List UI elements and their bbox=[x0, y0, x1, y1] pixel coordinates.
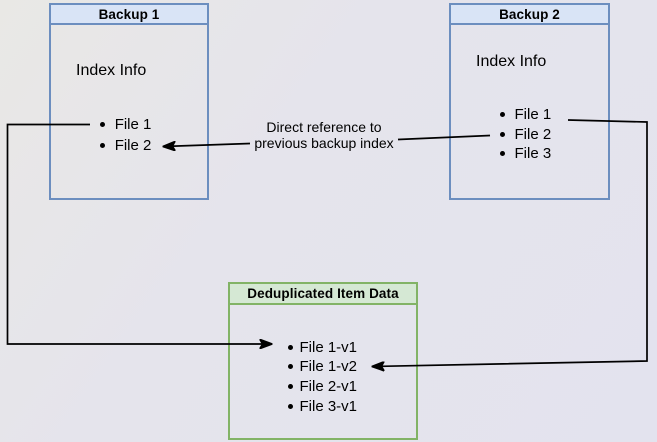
bullet-icon bbox=[287, 364, 293, 370]
dedup-file-list: File 1-v1 File 1-v2 File 2-v1 File 3-v1 bbox=[287, 337, 358, 416]
file-label: File 2-v1 bbox=[299, 377, 358, 395]
bullet-icon bbox=[499, 112, 505, 118]
list-item: File 2 bbox=[499, 124, 552, 144]
dedup-title: Deduplicated Item Data bbox=[247, 286, 399, 301]
backup2-index-info-label: Index Info bbox=[476, 53, 547, 70]
dedup-item-data-box: Deduplicated Item Data File 1-v1 File 1-… bbox=[228, 282, 418, 440]
file-label: File 1 bbox=[514, 106, 552, 124]
file-label: File 3 bbox=[514, 145, 552, 163]
bullet-icon bbox=[287, 344, 293, 350]
list-item: File 2-v1 bbox=[287, 377, 358, 397]
backup2-header: Backup 2 bbox=[451, 5, 608, 25]
backup1-index-info-label: Index Info bbox=[76, 62, 147, 79]
list-item: File 1 bbox=[99, 114, 152, 135]
backup1-title: Backup 1 bbox=[98, 6, 160, 22]
file-label: File 2 bbox=[114, 137, 152, 155]
list-item: File 3-v1 bbox=[287, 396, 358, 416]
file-label: File 1-v2 bbox=[299, 358, 358, 376]
bullet-icon bbox=[287, 383, 293, 389]
list-item: File 2 bbox=[99, 135, 152, 156]
backup2-file-list: File 1 File 2 File 3 bbox=[499, 105, 552, 164]
backup1-box: Backup 1 Index Info File 1 File 2 bbox=[49, 3, 209, 200]
bullet-icon bbox=[499, 151, 505, 157]
list-item: File 3 bbox=[499, 144, 552, 164]
list-item: File 1-v1 bbox=[287, 337, 358, 357]
bullet-icon bbox=[287, 403, 293, 409]
bullet-icon bbox=[99, 143, 105, 149]
backup2-box: Backup 2 Index Info File 1 File 2 File 3 bbox=[449, 3, 610, 200]
list-item: File 1 bbox=[499, 105, 552, 125]
backup1-header: Backup 1 bbox=[51, 5, 207, 25]
file-label: File 1 bbox=[114, 116, 152, 134]
bullet-icon bbox=[499, 131, 505, 137]
direct-reference-annotation: Direct reference to previous backup inde… bbox=[254, 119, 394, 151]
backup2-title: Backup 2 bbox=[499, 6, 560, 22]
file-label: File 1-v1 bbox=[299, 338, 358, 356]
dedup-header: Deduplicated Item Data bbox=[230, 284, 416, 305]
file-label: File 3-v1 bbox=[299, 397, 358, 415]
list-item: File 1-v2 bbox=[287, 357, 358, 377]
bullet-icon bbox=[99, 122, 105, 128]
backup1-file-list: File 1 File 2 bbox=[99, 114, 152, 156]
file-label: File 2 bbox=[514, 125, 552, 143]
